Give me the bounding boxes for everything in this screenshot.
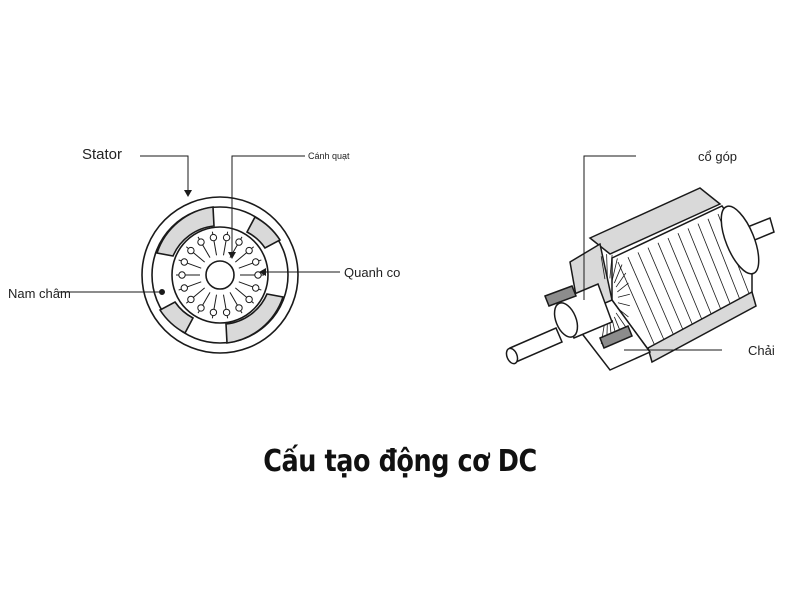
rotor-slot (245, 295, 253, 304)
right-leader-lines (583, 155, 722, 351)
rotor-slot (197, 304, 205, 312)
rotor-slot (180, 258, 188, 266)
label-chai: Chải (748, 343, 775, 358)
stator-leader (140, 155, 192, 197)
winding-wire (609, 254, 613, 279)
rotor-slot (252, 284, 260, 292)
winding-wire (611, 258, 618, 281)
rotor-slot (222, 308, 231, 317)
housing-top (588, 187, 722, 255)
core-slot-line (627, 257, 665, 342)
rotor-slot (180, 284, 188, 292)
label-quanh-co: Quanh co (344, 265, 401, 280)
rotor-slot (178, 271, 186, 279)
rotor-outline (171, 226, 269, 324)
winding-wire (617, 282, 629, 293)
core-slot-line (687, 228, 722, 312)
rotor-slot (252, 258, 260, 266)
rotor-slot (187, 295, 195, 304)
rotor-slot (222, 233, 231, 242)
core-end (720, 205, 760, 275)
core-slot-line (657, 242, 694, 327)
rotor-teeth (176, 231, 264, 319)
motor-cross-section (141, 196, 299, 354)
core-slot-line (647, 247, 684, 332)
co-gop-leader (583, 155, 636, 300)
rotor-slot (187, 246, 195, 255)
winding-wire (614, 264, 623, 284)
label-co-gop: cổ góp (698, 149, 738, 164)
label-stator: Stator (82, 146, 123, 163)
rotor-slot (209, 233, 218, 242)
rotor-slot (254, 271, 262, 279)
core-slot-line (667, 237, 703, 322)
stator-inner-edge (151, 206, 289, 344)
winding-wire (617, 302, 630, 307)
winding-wire (606, 254, 608, 279)
magnet-left (155, 206, 215, 257)
shaft-left-end (505, 347, 519, 365)
left-leader-lines (58, 155, 340, 295)
magnet-right (225, 293, 285, 344)
core-slot-line (707, 218, 741, 302)
core-slot-line (637, 252, 675, 337)
housing-bottom (647, 290, 757, 364)
winding-wire (617, 293, 630, 298)
rotor-slot (245, 246, 253, 255)
rotor-slot (235, 238, 243, 246)
rotor-slot (209, 308, 218, 317)
armature-drawing (505, 187, 775, 371)
magnet-lower (158, 300, 195, 335)
winding-wire (617, 307, 629, 318)
brush-bottom (599, 325, 633, 349)
diagram-caption: Cấu tạo động cơ DC (263, 444, 537, 479)
brush-top (544, 285, 577, 307)
label-canh-quat: Cánh quạt (308, 151, 350, 161)
rotor-slot (235, 304, 243, 312)
winding-wire (615, 272, 627, 288)
winding-wire (615, 312, 627, 328)
shaft-hole (205, 260, 235, 290)
rotor-slot (197, 238, 205, 246)
core-slot-line (677, 233, 713, 317)
winding-wire (600, 256, 606, 280)
magnet-upper (245, 215, 282, 250)
label-nam-cham: Nam châm (8, 286, 71, 301)
nam-cham-dot (159, 289, 165, 295)
canh-quat-leader (228, 155, 305, 259)
core-slot-line (697, 223, 732, 307)
commutator-end (553, 302, 579, 338)
